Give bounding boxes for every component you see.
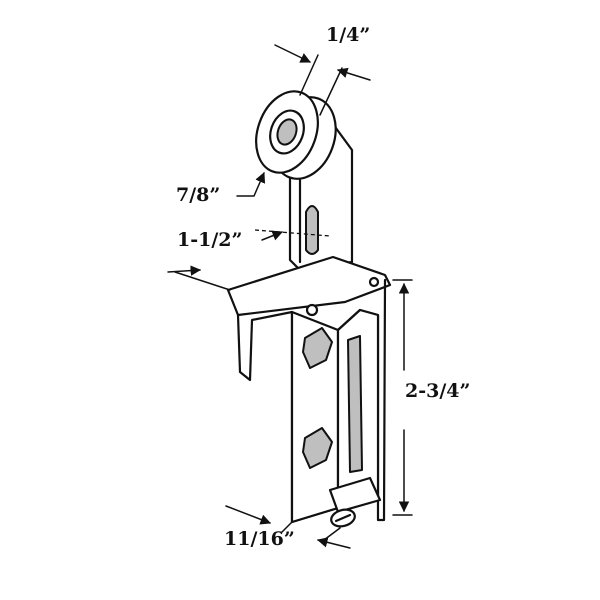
dim-label-roller-width: 1/4” xyxy=(326,24,371,46)
dim-roller-width-lines xyxy=(274,44,371,116)
dim-label-width: 11/16” xyxy=(224,528,295,550)
dim-label-depth: 1-1/2” xyxy=(177,229,243,251)
dim-label-roller-diameter: 7/8” xyxy=(176,184,221,206)
bracket-body xyxy=(226,255,392,528)
dim-width-lines xyxy=(225,505,351,549)
dim-depth-lines xyxy=(167,229,331,291)
dim-roller-diameter-leader xyxy=(236,172,266,197)
dim-label-height: 2-3/4” xyxy=(405,380,471,402)
dim-height-lines xyxy=(392,279,413,516)
roller-wheel xyxy=(255,90,337,180)
